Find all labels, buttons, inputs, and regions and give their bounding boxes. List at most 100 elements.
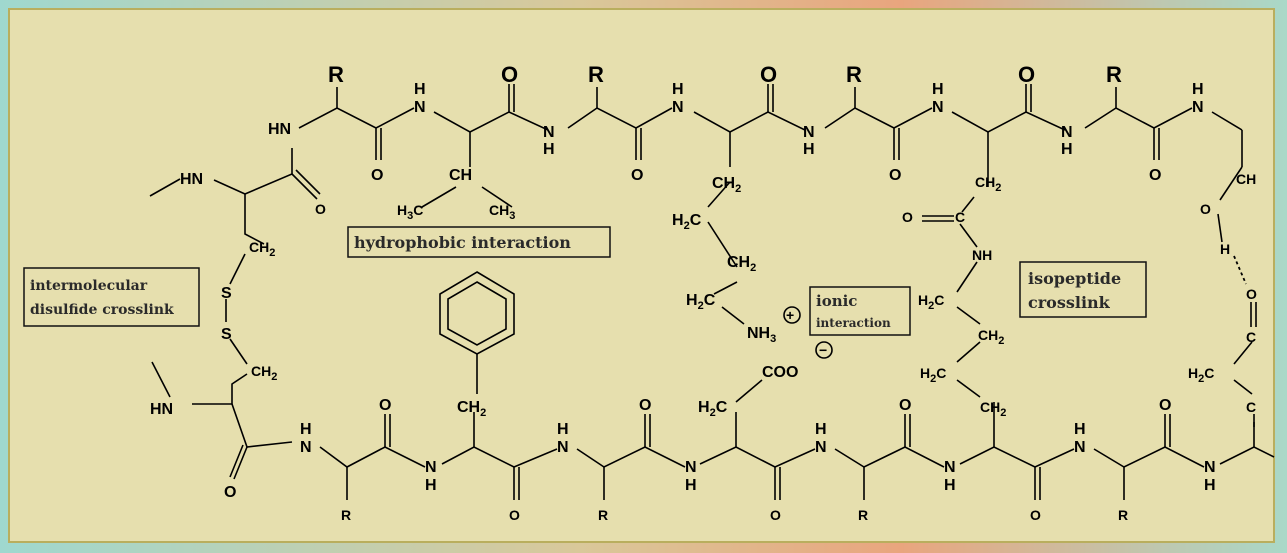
atom-n: N: [1192, 99, 1204, 116]
atom-n: N: [414, 99, 426, 116]
atom-n: N: [1074, 439, 1086, 456]
atom-h: H: [1074, 421, 1086, 438]
atom-o: O: [760, 62, 777, 87]
atom-h3c: H3C: [397, 202, 423, 222]
atom-h: H: [944, 477, 956, 494]
atom-c: C: [1246, 399, 1256, 415]
negative-charge: −: [819, 342, 827, 358]
atom-o: O: [509, 507, 520, 523]
isopeptide-label-line1: isopeptide: [1028, 269, 1121, 288]
atom-h: H: [685, 477, 697, 494]
atom-h: H: [815, 421, 827, 438]
atom-o: O: [224, 484, 236, 501]
atom-nh: NH: [972, 247, 992, 263]
atom-n: N: [685, 459, 697, 476]
hydrophobic-label: hydrophobic interaction: [354, 233, 571, 252]
atom-h: H: [557, 421, 569, 438]
ionic-label-line1: ionic: [816, 292, 857, 310]
atom-n: N: [672, 99, 684, 116]
atom-o: O: [315, 201, 326, 217]
atom-o: O: [1200, 201, 1211, 217]
atom-nh3: NH3: [747, 325, 776, 345]
atom-ch: CH: [449, 167, 472, 184]
atom-h: H: [1192, 81, 1204, 98]
atom-r: R: [1106, 62, 1122, 87]
atom-n: N: [543, 124, 555, 141]
atom-h: H: [543, 141, 555, 158]
isopeptide-label-box: [1019, 261, 1147, 318]
atom-o: O: [770, 507, 781, 523]
bottom-backbone: [319, 412, 1275, 500]
atom-ch2: CH2: [712, 175, 741, 195]
atom-ch2: CH2: [980, 399, 1006, 419]
atom-r: R: [328, 62, 344, 87]
atom-hn: HN: [150, 401, 173, 418]
atom-s: S: [221, 326, 232, 343]
atom-o: O: [1030, 507, 1041, 523]
atom-h: H: [425, 477, 437, 494]
disulfide-label-line2: disulfide crosslink: [30, 302, 174, 318]
atom-n: N: [932, 99, 944, 116]
atom-h: H: [1204, 477, 1216, 494]
protein-crosslink-diagram: R R R R O O O H N H N H N H N N H N H N …: [23, 62, 1275, 523]
atom-o: O: [1018, 62, 1035, 87]
atom-n: N: [1061, 124, 1073, 141]
atom-ch2: CH2: [457, 399, 486, 419]
atom-h2c: H2C: [918, 292, 944, 312]
atom-o: O: [1246, 286, 1257, 302]
interaction-labels: hydrophobic interaction intermolecular d…: [23, 226, 1147, 336]
atom-s: S: [221, 285, 232, 302]
atom-o: O: [1159, 397, 1171, 414]
atom-o: O: [902, 209, 913, 225]
atom-o: O: [639, 397, 651, 414]
atom-h: H: [803, 141, 815, 158]
atom-h2c: H2C: [1188, 365, 1214, 385]
disulfide-label-line1: intermolecular: [30, 278, 148, 294]
disulfide-label-box: [23, 267, 200, 327]
atom-o: O: [631, 167, 643, 184]
diagram-frame: R R R R O O O H N H N H N H N N H N H N …: [8, 8, 1275, 543]
side-chains: [421, 166, 1257, 427]
atom-o: O: [899, 397, 911, 414]
atom-ch3: CH3: [489, 202, 515, 222]
top-backbone: [298, 84, 1243, 167]
atom-coo: COO: [762, 364, 798, 381]
atom-r: R: [598, 507, 608, 523]
atom-ch2: CH2: [727, 254, 756, 274]
atom-hn: HN: [268, 121, 291, 138]
atom-h: H: [300, 421, 312, 438]
isopeptide-label-line2: crosslink: [1028, 293, 1111, 312]
atom-r: R: [858, 507, 868, 523]
atom-n: N: [557, 439, 569, 456]
atom-ch2: CH2: [251, 363, 277, 383]
atom-c: C: [955, 209, 965, 225]
side-chain-labels: CH H3C CH3 CH2 S S CH2 CH2 H2C CH2 H2C N…: [221, 167, 1257, 419]
atom-h2c: H2C: [686, 292, 716, 312]
atom-h: H: [414, 81, 426, 98]
atom-n: N: [815, 439, 827, 456]
atom-r: R: [341, 507, 351, 523]
atom-o: O: [379, 397, 391, 414]
atom-n: N: [944, 459, 956, 476]
atom-n: N: [300, 439, 312, 456]
atom-c: C: [1246, 329, 1256, 345]
atom-h2c: H2C: [920, 365, 946, 385]
bottom-atom-labels: HN O H N H N H N H N N H N H N H N H O O…: [150, 397, 1216, 523]
atom-o: O: [1149, 167, 1161, 184]
atom-ch2: CH2: [975, 174, 1001, 194]
atom-o: O: [889, 167, 901, 184]
atom-h: H: [932, 81, 944, 98]
atom-h2c: H2C: [672, 212, 702, 232]
atom-ch2: CH2: [249, 239, 275, 259]
ionic-label-line2: interaction: [816, 316, 891, 330]
atom-h: H: [1061, 141, 1073, 158]
atom-r: R: [1118, 507, 1128, 523]
ionic-label-box: [809, 286, 911, 336]
atom-h2c: H2C: [698, 399, 728, 419]
atom-o: O: [371, 167, 383, 184]
atom-n: N: [425, 459, 437, 476]
atom-n: N: [803, 124, 815, 141]
left-chain: [149, 148, 321, 480]
atom-hn: HN: [180, 171, 203, 188]
hydrophobic-label-box: [347, 226, 611, 258]
